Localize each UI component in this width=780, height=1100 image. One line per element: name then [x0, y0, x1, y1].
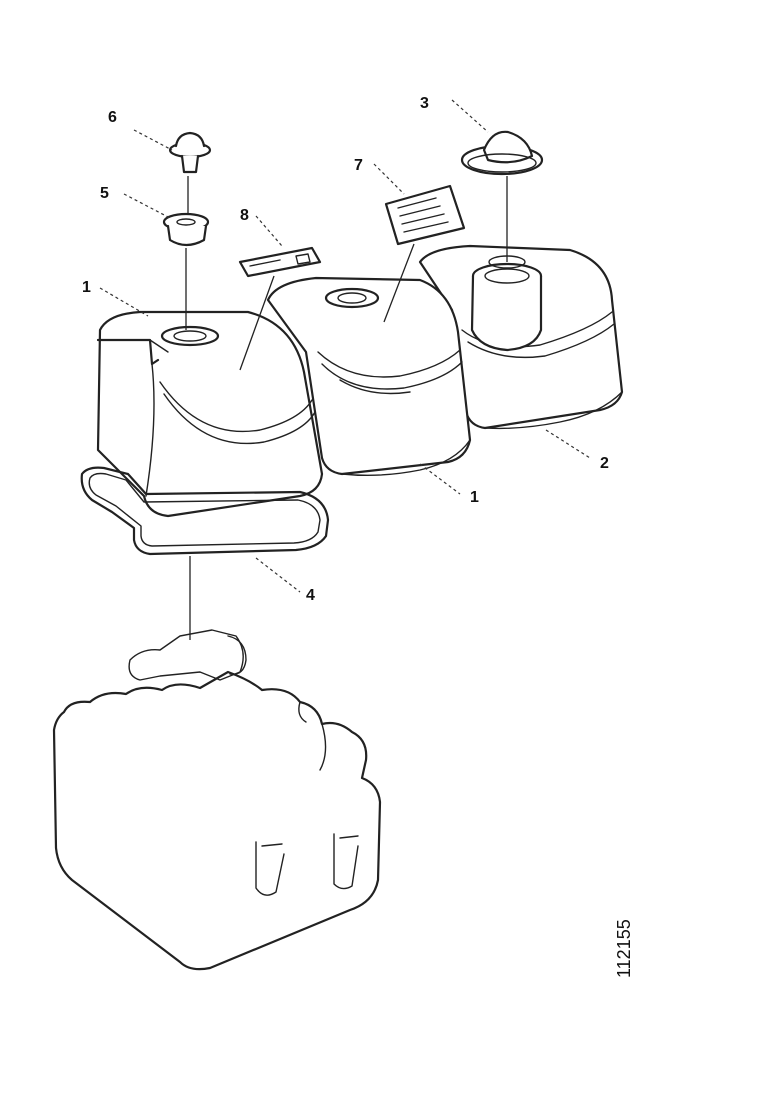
breather-valve	[168, 131, 212, 174]
callout-4: 4	[306, 587, 315, 604]
callout-5: 5	[100, 185, 109, 202]
callout-7: 7	[354, 157, 363, 174]
filler-cap	[460, 130, 544, 176]
gasket	[80, 466, 330, 556]
valve-cover-right	[418, 244, 624, 430]
grommet	[162, 212, 210, 247]
valve-cover-middle	[266, 276, 472, 477]
callout-1-middle: 1	[470, 489, 479, 506]
decal-plate	[384, 184, 466, 246]
engine-block	[52, 629, 382, 971]
reference-number: 112155	[614, 919, 634, 978]
callout-1-left: 1	[82, 279, 91, 296]
valve-cover-left	[96, 310, 324, 518]
leader-lines	[99, 99, 591, 640]
callout-2: 2	[600, 455, 609, 472]
callout-3: 3	[420, 95, 429, 112]
callout-8: 8	[240, 207, 249, 224]
label-plate-small	[238, 246, 322, 278]
callout-6: 6	[108, 109, 117, 126]
